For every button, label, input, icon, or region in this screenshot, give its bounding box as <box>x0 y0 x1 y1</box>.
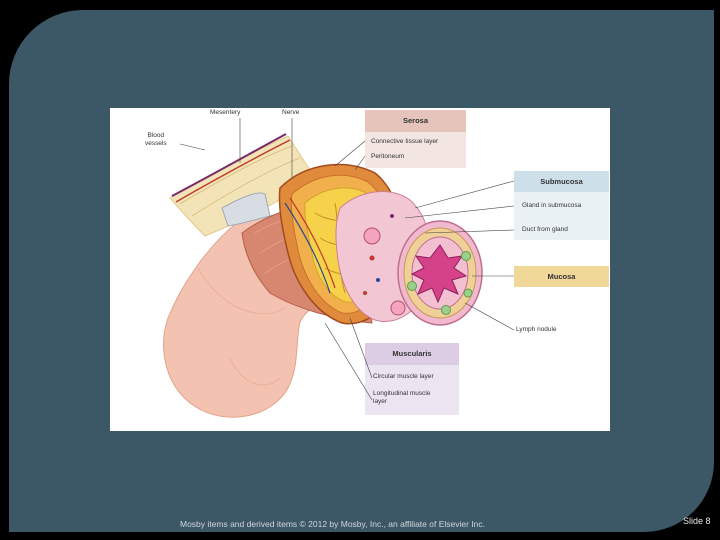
label-nerve: Nerve <box>282 109 300 116</box>
submucosal-gland <box>390 300 406 316</box>
label-mesentery: Mesentery <box>210 109 241 116</box>
submucosa-box-body <box>514 192 609 240</box>
lymph-nodule <box>463 288 473 298</box>
label-circular-muscle-layer: Circular muscle layer <box>373 373 434 380</box>
label-longitudinal-muscle-layer: Longitudinal muscle layer <box>373 390 431 405</box>
lumen <box>410 244 468 304</box>
digestive-wall-figure: Mesentery Nerve Blood vessels Serosa Con… <box>110 108 610 431</box>
label-lymph-nodule: Lymph nodule <box>516 326 557 333</box>
serosa-box-body <box>365 132 466 168</box>
lymph-nodule <box>441 305 451 315</box>
digestive-wall-illustration <box>163 110 609 418</box>
box-serosa: Serosa <box>402 116 429 125</box>
mucosa-box-header <box>514 266 609 287</box>
submucosal-gland <box>363 227 381 245</box>
muscularis-box-header <box>365 343 459 365</box>
lymph-nodule <box>461 251 471 261</box>
label-duct-from-gland: Duct from gland <box>522 226 568 233</box>
label-connective-tissue-layer: Connective tissue layer <box>371 138 439 145</box>
lymph-nodule <box>407 281 417 291</box>
label-blood-vessels: Blood vessels <box>145 132 167 147</box>
box-mucosa: Mucosa <box>547 272 576 281</box>
label-gland-in-submucosa: Gland in submucosa <box>522 202 582 209</box>
submucosa-box-header <box>514 171 609 192</box>
copyright-footer: Mosby items and derived items © 2012 by … <box>180 519 486 529</box>
leader-lines <box>179 118 515 401</box>
muscularis-box-body <box>365 365 459 415</box>
slide-number: Slide 8 <box>683 516 711 526</box>
label-peritoneum: Peritoneum <box>371 153 405 160</box>
box-muscularis: Muscularis <box>392 349 432 358</box>
serosa-box-header <box>365 110 466 132</box>
box-submucosa: Submucosa <box>540 177 583 186</box>
